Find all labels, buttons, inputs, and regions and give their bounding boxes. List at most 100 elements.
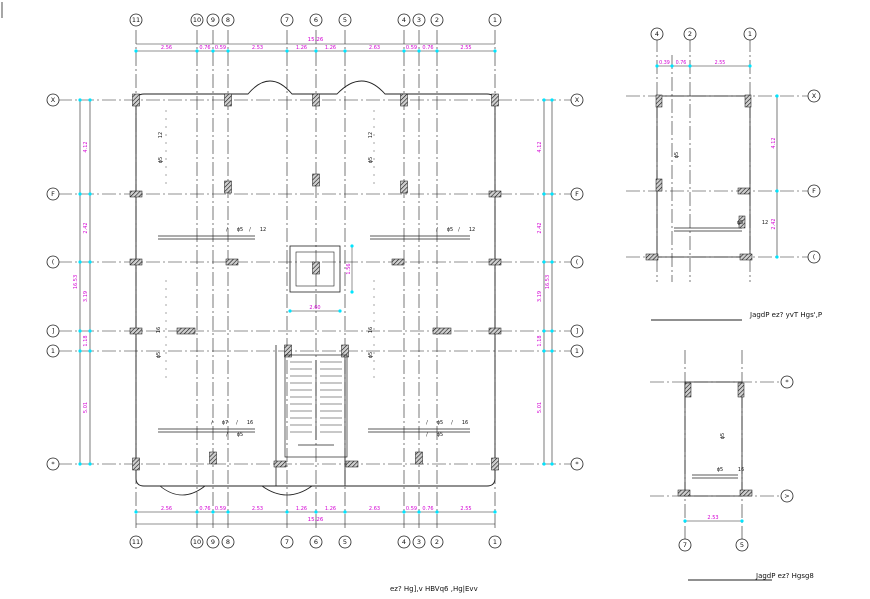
right-tick-1 [542, 192, 546, 196]
col-bubble-top-9-label: 2 [435, 16, 439, 24]
detail-bottom-rebar-label-1: 16 [738, 467, 744, 473]
right-dim-2: 3.19 [537, 291, 543, 302]
col-bubble-bottom-6 [338, 535, 352, 549]
left-otick-0 [78, 98, 82, 102]
col-bubble-bottom-3-label: 8 [226, 538, 230, 546]
column-18 [488, 327, 502, 335]
detail-top-row-bubble-1-label: F [812, 187, 816, 195]
detail-top-col-bubble-0 [650, 27, 664, 41]
top-tick-0 [134, 49, 138, 53]
right-otick-4 [550, 349, 554, 353]
col-bubble-top-6-label: 5 [343, 16, 347, 24]
bottom-overall-dim: 15.26 [308, 517, 324, 523]
row-bubble-right-4-label: 1 [575, 347, 579, 355]
rebar-label-3: 12 [469, 227, 475, 233]
right-tick-3 [542, 329, 546, 333]
col-bubble-bottom-0-label: 11 [132, 538, 140, 546]
top-tick-8 [417, 49, 421, 53]
column-12 [312, 261, 320, 275]
left-tick-3 [88, 329, 92, 333]
core-width-tick-a [288, 309, 292, 313]
detail-top-dim-2: 2.55 [715, 60, 726, 66]
col-bubble-bottom-4 [280, 535, 294, 549]
column-7 [312, 173, 320, 187]
row-bubble-left-1 [46, 187, 60, 201]
detail-top-column-6 [739, 253, 753, 261]
rebar-slash-5: / [236, 420, 238, 426]
row-bubble-right-3-label: ] [576, 327, 579, 335]
left-otick-5 [78, 462, 82, 466]
core-width-tick-b [338, 309, 342, 313]
col-bubble-top-6 [338, 13, 352, 27]
detail-top-row-bubble-2 [807, 250, 821, 264]
detail-top-col-bubble-2-label: 1 [748, 30, 752, 38]
bottom-dim-2: 0.59 [215, 506, 226, 512]
column-26 [491, 457, 499, 471]
rebar-vlabel-5: 16 [156, 327, 162, 333]
right-otick-1 [550, 192, 554, 196]
bottom-tick-4 [285, 510, 289, 514]
left-overall-dim: 16.53 [73, 275, 79, 289]
bottom-dim-1: 0.76 [199, 506, 210, 512]
bottom-tick-6 [343, 510, 347, 514]
column-14 [488, 258, 502, 266]
detail-top-rebar-vlabel: ϕ5 [674, 152, 680, 158]
col-bubble-top-8 [412, 13, 426, 27]
column-11 [225, 258, 239, 266]
rebar-slash-8: / [226, 432, 228, 438]
row-bubble-right-4 [570, 344, 584, 358]
col-bubble-top-1-label: 10 [193, 16, 201, 24]
right-dim-3: 1.18 [537, 335, 543, 346]
col-bubble-bottom-4-label: 7 [285, 538, 289, 546]
top-tick-5 [314, 49, 318, 53]
row-bubble-right-3 [570, 324, 584, 338]
left-dim-2: 3.19 [83, 291, 89, 302]
col-bubble-top-4 [280, 13, 294, 27]
row-bubble-left-1-label: F [51, 190, 55, 198]
bottom-dim-8: 0.76 [422, 506, 433, 512]
row-bubble-right-0-label: X [575, 96, 580, 104]
top-dim-5: 1.26 [325, 45, 336, 51]
core-width-dim: 2.60 [309, 305, 320, 311]
rebar-vlabel-3: 12 [368, 132, 374, 138]
detail-top-dim-0: 0.39 [659, 60, 670, 66]
top-dim-1: 0.76 [199, 45, 210, 51]
row-bubble-right-2 [570, 255, 584, 269]
rebar-label-6: ϕ5 [437, 420, 443, 426]
left-otick-4 [78, 349, 82, 353]
col-bubble-bottom-9-label: 2 [435, 538, 439, 546]
rebar-label-8: ϕ5 [237, 432, 243, 438]
bottom-tick-8 [417, 510, 421, 514]
row-bubble-left-2-label: ( [52, 258, 55, 266]
row-bubble-right-5 [570, 457, 584, 471]
row-bubble-left-4-label: 1 [51, 347, 55, 355]
detail-bottom-row-bubble-0-label: * [785, 378, 789, 386]
detail-top-column-1 [744, 94, 752, 108]
core-height-tick-a [350, 244, 354, 248]
top-tick-4 [285, 49, 289, 53]
right-overall-dim: 16.53 [545, 275, 551, 289]
detail-top-tick-2 [688, 64, 692, 68]
top-dim-6: 2.63 [369, 45, 380, 51]
col-bubble-top-3 [221, 13, 235, 27]
left-otick-2 [78, 260, 82, 264]
column-19 [284, 344, 292, 358]
structural-columns [129, 93, 753, 497]
rebar-slash-3: / [458, 227, 460, 233]
column-16 [176, 327, 196, 335]
top-tick-9 [435, 49, 439, 53]
row-bubble-left-3-label: ] [52, 327, 55, 335]
row-bubble-left-0-label: X [51, 96, 56, 104]
col-bubble-bottom-6-label: 5 [343, 538, 347, 546]
rebar-slash-1: / [249, 227, 251, 233]
detail-top-vdim-0: 4.12 [771, 137, 777, 148]
column-24 [345, 460, 359, 468]
right-dim-1: 2.42 [537, 222, 543, 233]
column-21 [132, 457, 140, 471]
left-dim-1: 2.42 [83, 222, 89, 233]
right-tick-0 [542, 98, 546, 102]
detail-bottom-column-1 [737, 382, 745, 398]
detail-bottom-rebar-vlabel: ϕ5 [720, 433, 726, 439]
rebar-vlabel-0: ϕ5 [158, 157, 164, 163]
